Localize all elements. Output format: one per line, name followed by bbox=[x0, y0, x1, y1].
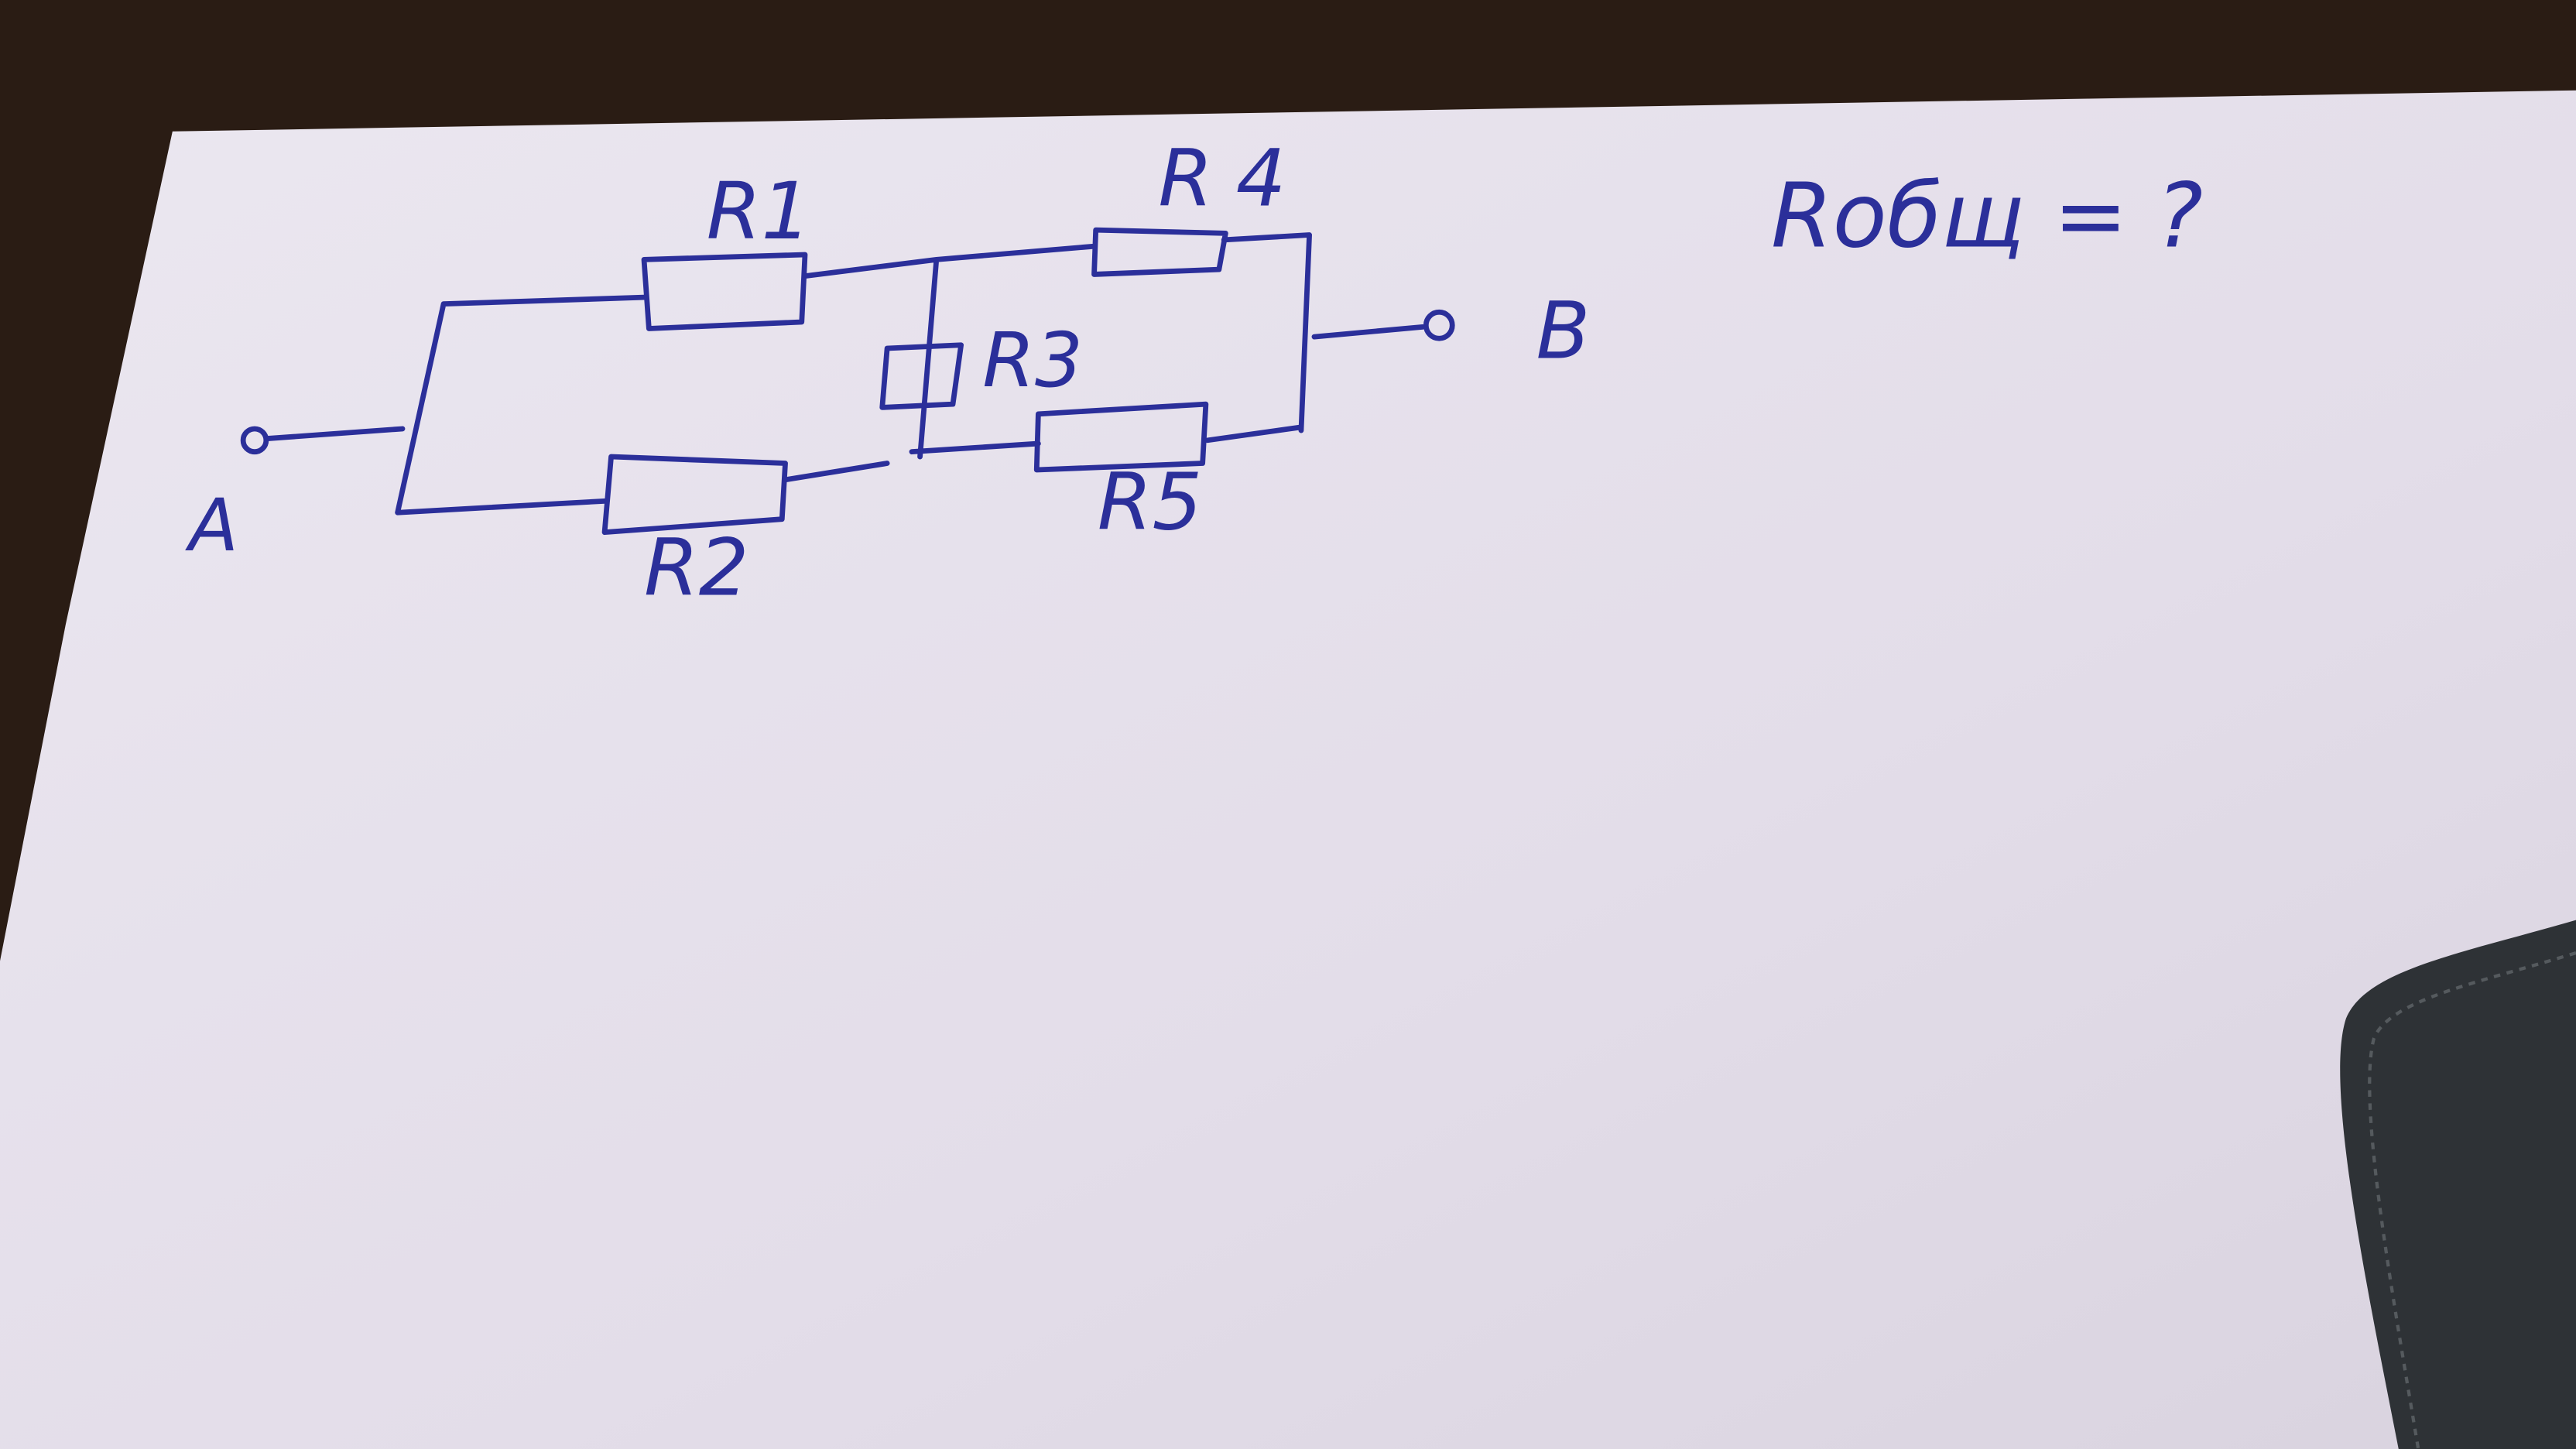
resistor-r5 bbox=[1033, 401, 1209, 473]
wallet bbox=[2340, 920, 2576, 1449]
wallet-stitching bbox=[2368, 951, 2576, 1449]
paper-sheet bbox=[0, 90, 2576, 1449]
circuit bbox=[240, 227, 1455, 536]
label-r1: R1 bbox=[707, 166, 812, 258]
label-r4: R4 bbox=[1158, 132, 1309, 224]
question-total-resistance: Rобщ = ? bbox=[1771, 165, 2203, 268]
wires bbox=[263, 232, 1426, 516]
resistor-r2 bbox=[601, 454, 788, 536]
label-a: A bbox=[185, 484, 238, 568]
resistor-r4 bbox=[1091, 227, 1228, 277]
label-r2: R2 bbox=[644, 522, 749, 614]
resistor-r1 bbox=[641, 252, 808, 331]
label-r3: R3 bbox=[982, 317, 1083, 405]
resistor-r3 bbox=[879, 342, 964, 410]
label-r5: R5 bbox=[1098, 456, 1203, 548]
label-b: B bbox=[1536, 286, 1590, 378]
terminal-b bbox=[1423, 309, 1455, 341]
